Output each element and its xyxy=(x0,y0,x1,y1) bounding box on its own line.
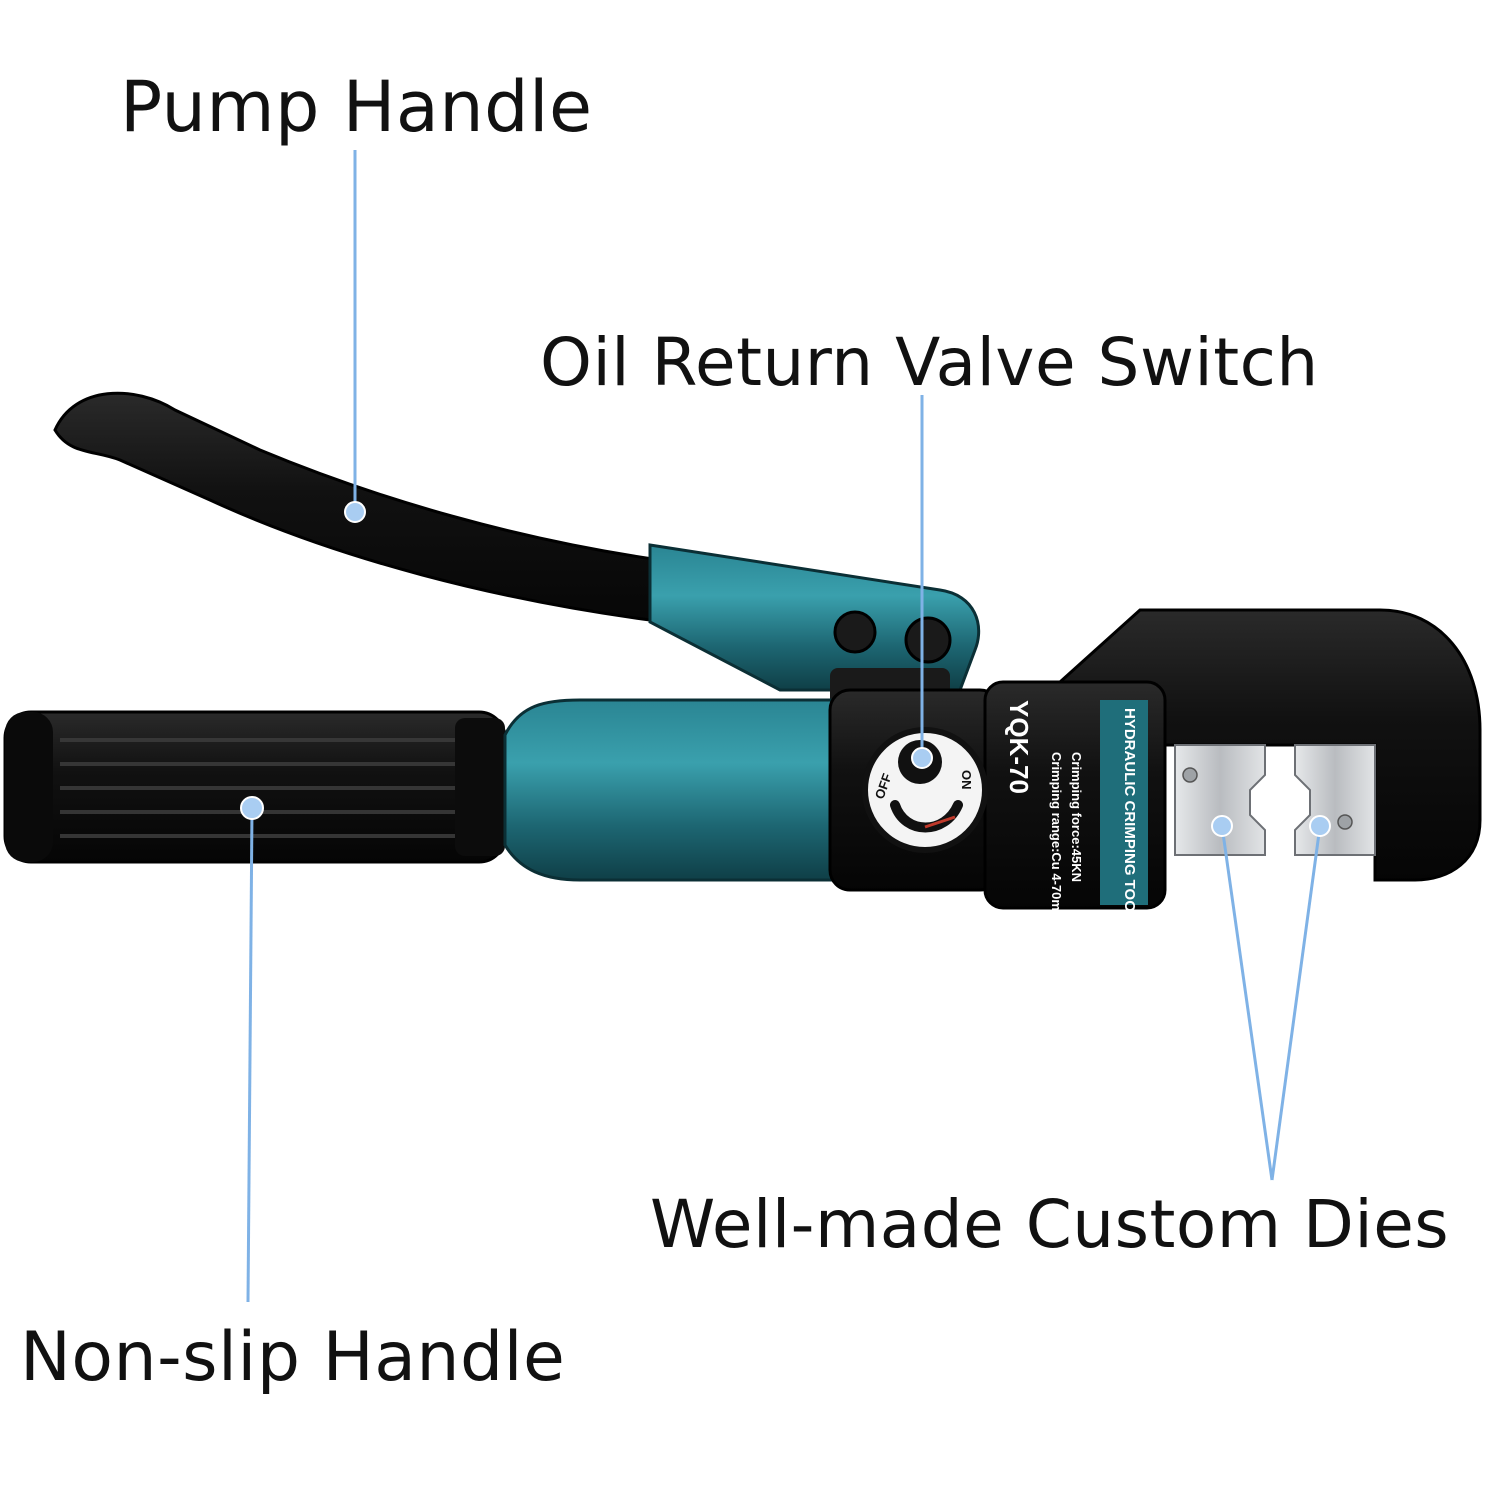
label-oil-return-valve-switch: Oil Return Valve Switch xyxy=(540,324,1319,401)
dot-valve xyxy=(911,747,933,769)
pump-handle xyxy=(53,391,981,708)
leader-nonslip xyxy=(246,807,254,1303)
custom-dies xyxy=(1174,744,1376,856)
label-pump-handle: Pump Handle xyxy=(120,66,593,148)
non-slip-grip xyxy=(3,710,507,864)
marking-range: Crimping range:Cu 4-70mm² xyxy=(1049,752,1064,927)
dot-nonslip xyxy=(240,796,264,820)
cylinder-body xyxy=(503,680,1167,910)
dot-die-left xyxy=(1211,815,1233,837)
leader-die-right xyxy=(1270,825,1322,1181)
leader-die-left xyxy=(1220,825,1274,1181)
oil-return-valve-switch xyxy=(862,727,988,853)
label-custom-dies: Well-made Custom Dies xyxy=(650,1186,1450,1263)
tool-markings: HYDRAULIC CRIMPING TOOL YQK-70 Crimping … xyxy=(872,700,1138,927)
dot-die-right xyxy=(1309,815,1331,837)
leader-dots xyxy=(240,501,1331,837)
valve-on-text: ON xyxy=(959,770,974,790)
marking-header: HYDRAULIC CRIMPING TOOL xyxy=(1121,708,1138,921)
dot-pump-handle xyxy=(344,501,366,523)
marking-force: Crimping force:45KN xyxy=(1069,752,1084,882)
label-non-slip-handle: Non-slip Handle xyxy=(20,1318,566,1397)
marking-model: YQK-70 xyxy=(1004,700,1034,794)
leader-lines xyxy=(246,150,1322,1303)
